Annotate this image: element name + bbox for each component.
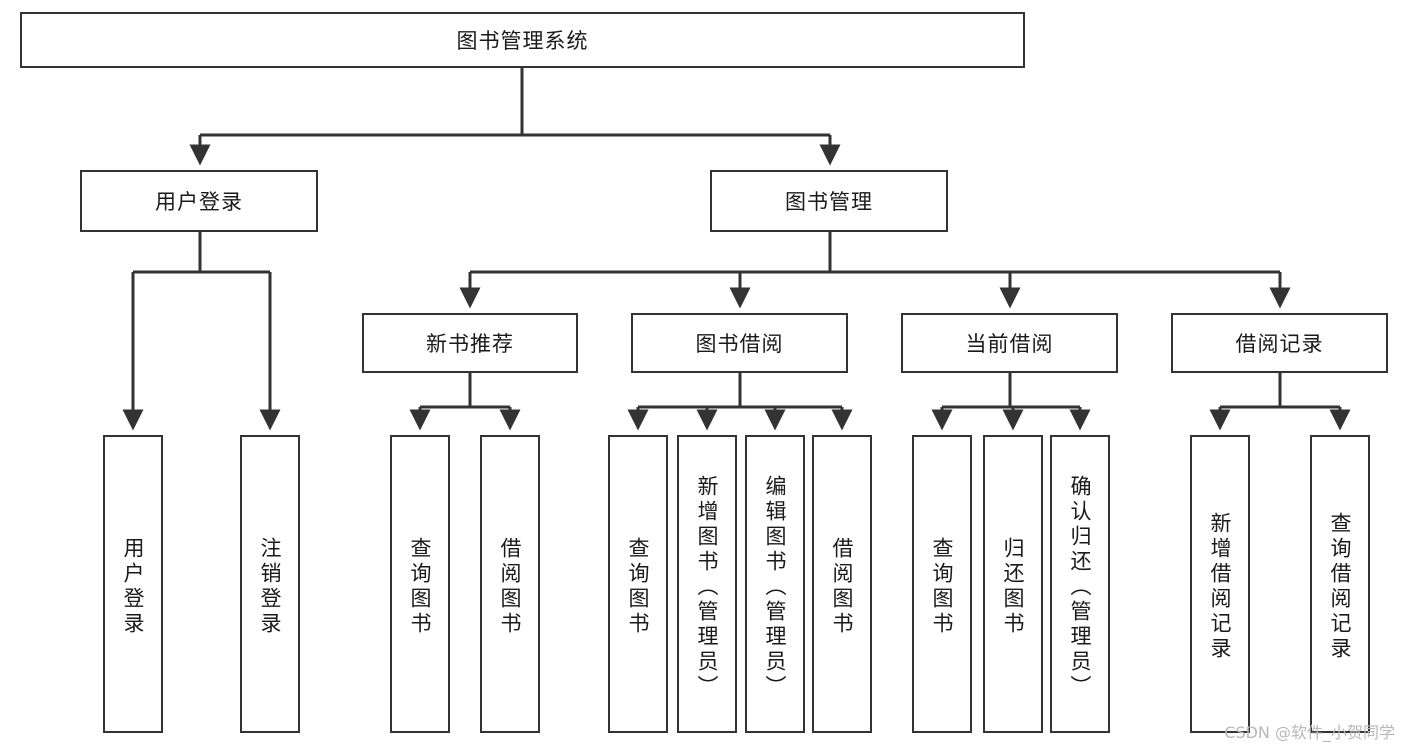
leaf-query-book-recommend[interactable]: 查询图书	[390, 435, 450, 733]
node-book-management[interactable]: 图书管理	[710, 170, 948, 232]
leaf-label: 注销登录	[258, 537, 282, 637]
leaf-label: 归还图书	[1001, 537, 1025, 637]
node-label: 图书管理	[785, 190, 873, 214]
node-label: 当前借阅	[965, 332, 1054, 356]
leaf-label: 确认归还（管理员）	[1068, 474, 1092, 700]
node-new-book-recommend[interactable]: 新书推荐	[362, 313, 578, 373]
watermark: CSDN @软件_小贺同学	[1224, 723, 1395, 742]
node-book-borrow[interactable]: 图书借阅	[631, 313, 848, 373]
leaf-label: 查询图书	[930, 537, 954, 637]
leaf-label: 查询图书	[408, 537, 432, 637]
leaf-label: 新增图书（管理员）	[695, 474, 719, 700]
leaf-query-book-current[interactable]: 查询图书	[912, 435, 972, 733]
node-user-login[interactable]: 用户登录	[80, 170, 318, 232]
leaf-add-book-admin[interactable]: 新增图书（管理员）	[677, 435, 737, 733]
leaf-query-borrow-record[interactable]: 查询借阅记录	[1310, 435, 1370, 733]
leaf-label: 借阅图书	[498, 537, 522, 637]
leaf-query-book-borrow[interactable]: 查询图书	[608, 435, 668, 733]
leaf-user-login[interactable]: 用户登录	[103, 435, 163, 733]
node-root[interactable]: 图书管理系统	[20, 12, 1025, 68]
leaf-label: 借阅图书	[830, 537, 854, 637]
leaf-borrow-book-recommend[interactable]: 借阅图书	[480, 435, 540, 733]
leaf-label: 查询图书	[626, 537, 650, 637]
node-label: 图书借阅	[695, 332, 784, 356]
leaf-label: 编辑图书（管理员）	[763, 474, 787, 700]
node-label: 借阅记录	[1235, 332, 1324, 356]
leaf-add-borrow-record[interactable]: 新增借阅记录	[1190, 435, 1250, 733]
leaf-label: 查询借阅记录	[1328, 512, 1352, 662]
leaf-edit-book-admin[interactable]: 编辑图书（管理员）	[745, 435, 805, 733]
leaf-confirm-return-admin[interactable]: 确认归还（管理员）	[1050, 435, 1110, 733]
node-label: 新书推荐	[426, 332, 514, 356]
leaf-logout[interactable]: 注销登录	[240, 435, 300, 733]
node-borrow-record[interactable]: 借阅记录	[1171, 313, 1388, 373]
node-root-label: 图书管理系统	[456, 29, 589, 53]
leaf-label: 用户登录	[121, 537, 145, 637]
leaf-return-book[interactable]: 归还图书	[983, 435, 1043, 733]
node-label: 用户登录	[155, 190, 243, 214]
leaf-label: 新增借阅记录	[1208, 512, 1232, 662]
node-current-borrow[interactable]: 当前借阅	[901, 313, 1118, 373]
leaf-borrow-book[interactable]: 借阅图书	[812, 435, 872, 733]
